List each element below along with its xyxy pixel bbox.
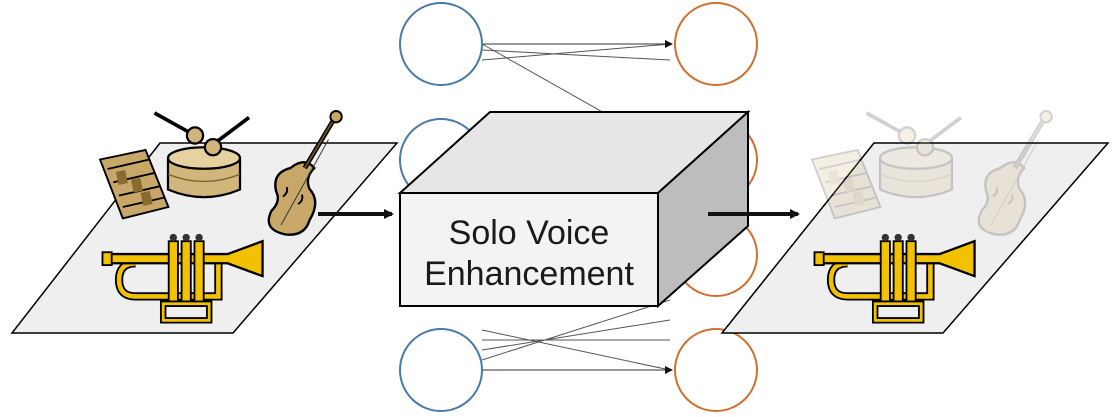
box-label-line1: Solo Voice	[449, 214, 610, 252]
output-node-1	[674, 2, 758, 86]
output-solo-plane	[720, 111, 1110, 334]
solo-voice-enhancement-box: Solo Voice Enhancement	[397, 109, 751, 309]
input-mixture-plane	[10, 111, 399, 334]
network-connections	[481, 43, 671, 371]
output-node-4	[674, 328, 758, 412]
input-node-1	[399, 2, 483, 86]
drum-icon-faded	[864, 111, 963, 199]
input-node-3	[399, 328, 483, 412]
drum-icon	[152, 111, 251, 199]
box-label-line2: Enhancement	[424, 255, 634, 293]
